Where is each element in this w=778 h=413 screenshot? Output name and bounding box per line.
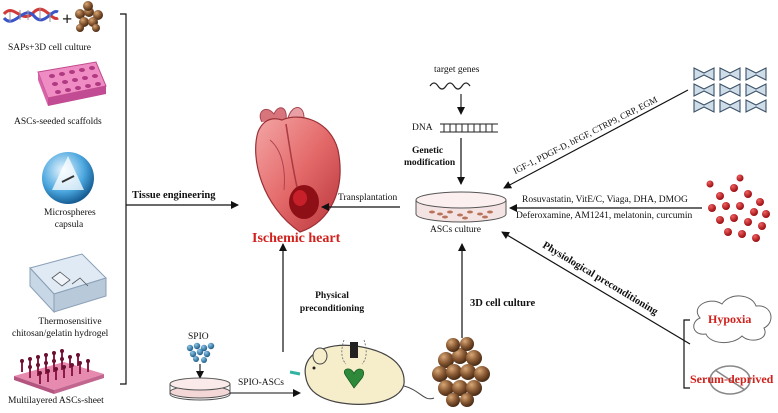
spio-ascs-label: SPIO-ASCs — [238, 378, 284, 388]
gene-vector-arrow — [503, 89, 689, 189]
heart-icon — [255, 107, 341, 233]
cell-sheet-icon — [14, 349, 104, 394]
physiological-bracket — [683, 319, 690, 389]
hydrogel-icon — [29, 253, 107, 314]
microspheres-label: Microspheres — [44, 208, 96, 218]
saps-label: SAPs+3D cell culture — [8, 43, 91, 53]
target-genes-label: target genes — [434, 65, 480, 75]
genetic-label-line2: modification — [404, 158, 456, 168]
spio-particles-icon — [186, 342, 215, 363]
tissue-engineering-label: Tissue engineering — [132, 190, 216, 201]
ischemic-heart-label: Ischemic heart — [252, 231, 341, 246]
microsphere-icon — [42, 152, 94, 204]
bead-cluster-small-icon — [75, 1, 103, 32]
scaffolds-label: ASCs-seeded scaffolds — [14, 117, 102, 127]
3d-culture-label: 3D cell culture — [470, 298, 536, 309]
ascs-culture-dish-icon — [415, 191, 507, 223]
spio-dish-icon — [169, 377, 231, 401]
cell-sheet-label: Multilayered ASCs-sheet — [8, 396, 104, 406]
dna-label: DNA — [412, 123, 433, 133]
physical-label-line2: preconditioning — [299, 304, 365, 314]
spio-label: SPIO — [188, 332, 209, 342]
capsula-label: capsula — [54, 220, 84, 230]
hypoxia-label: Hypoxia — [708, 312, 752, 326]
thermosensitive-label: Thermosensitive — [38, 317, 102, 327]
transplantation-label: Transplantation — [338, 193, 398, 203]
vector-grid-icon — [693, 67, 767, 113]
plus-icon: + — [62, 9, 72, 29]
drugs-line1-label: Rosuvastatin, VitE/C, Viaga, DHA, DMOG — [522, 195, 688, 205]
hydrogel-label: chitosan/gelatin hydrogel — [12, 329, 109, 339]
physiological-preconditioning-arrow — [501, 231, 691, 345]
drug-particles-icon — [706, 174, 770, 242]
serum-prohibited-icon — [709, 365, 751, 395]
hypoxia-cloud-icon — [693, 295, 772, 343]
drugs-line2-label: Deferoxamine, AM1241, melatonin, curcumi… — [516, 211, 693, 221]
target-gene-strand-icon — [429, 82, 471, 90]
dna-helix-icon — [2, 7, 59, 23]
scaffold-icon — [37, 61, 107, 106]
bead-cluster-large-icon — [432, 337, 490, 407]
ascs-culture-label: ASCs culture — [430, 225, 481, 235]
dna-ladder-icon — [440, 123, 498, 133]
genetic-label-line1: Genetic — [412, 146, 444, 156]
tissue-engineering-bracket — [120, 13, 127, 385]
physical-label-line1: Physical — [315, 291, 349, 301]
mouse-icon — [289, 339, 435, 405]
serum-deprived-label: Serum-deprived — [690, 372, 774, 386]
